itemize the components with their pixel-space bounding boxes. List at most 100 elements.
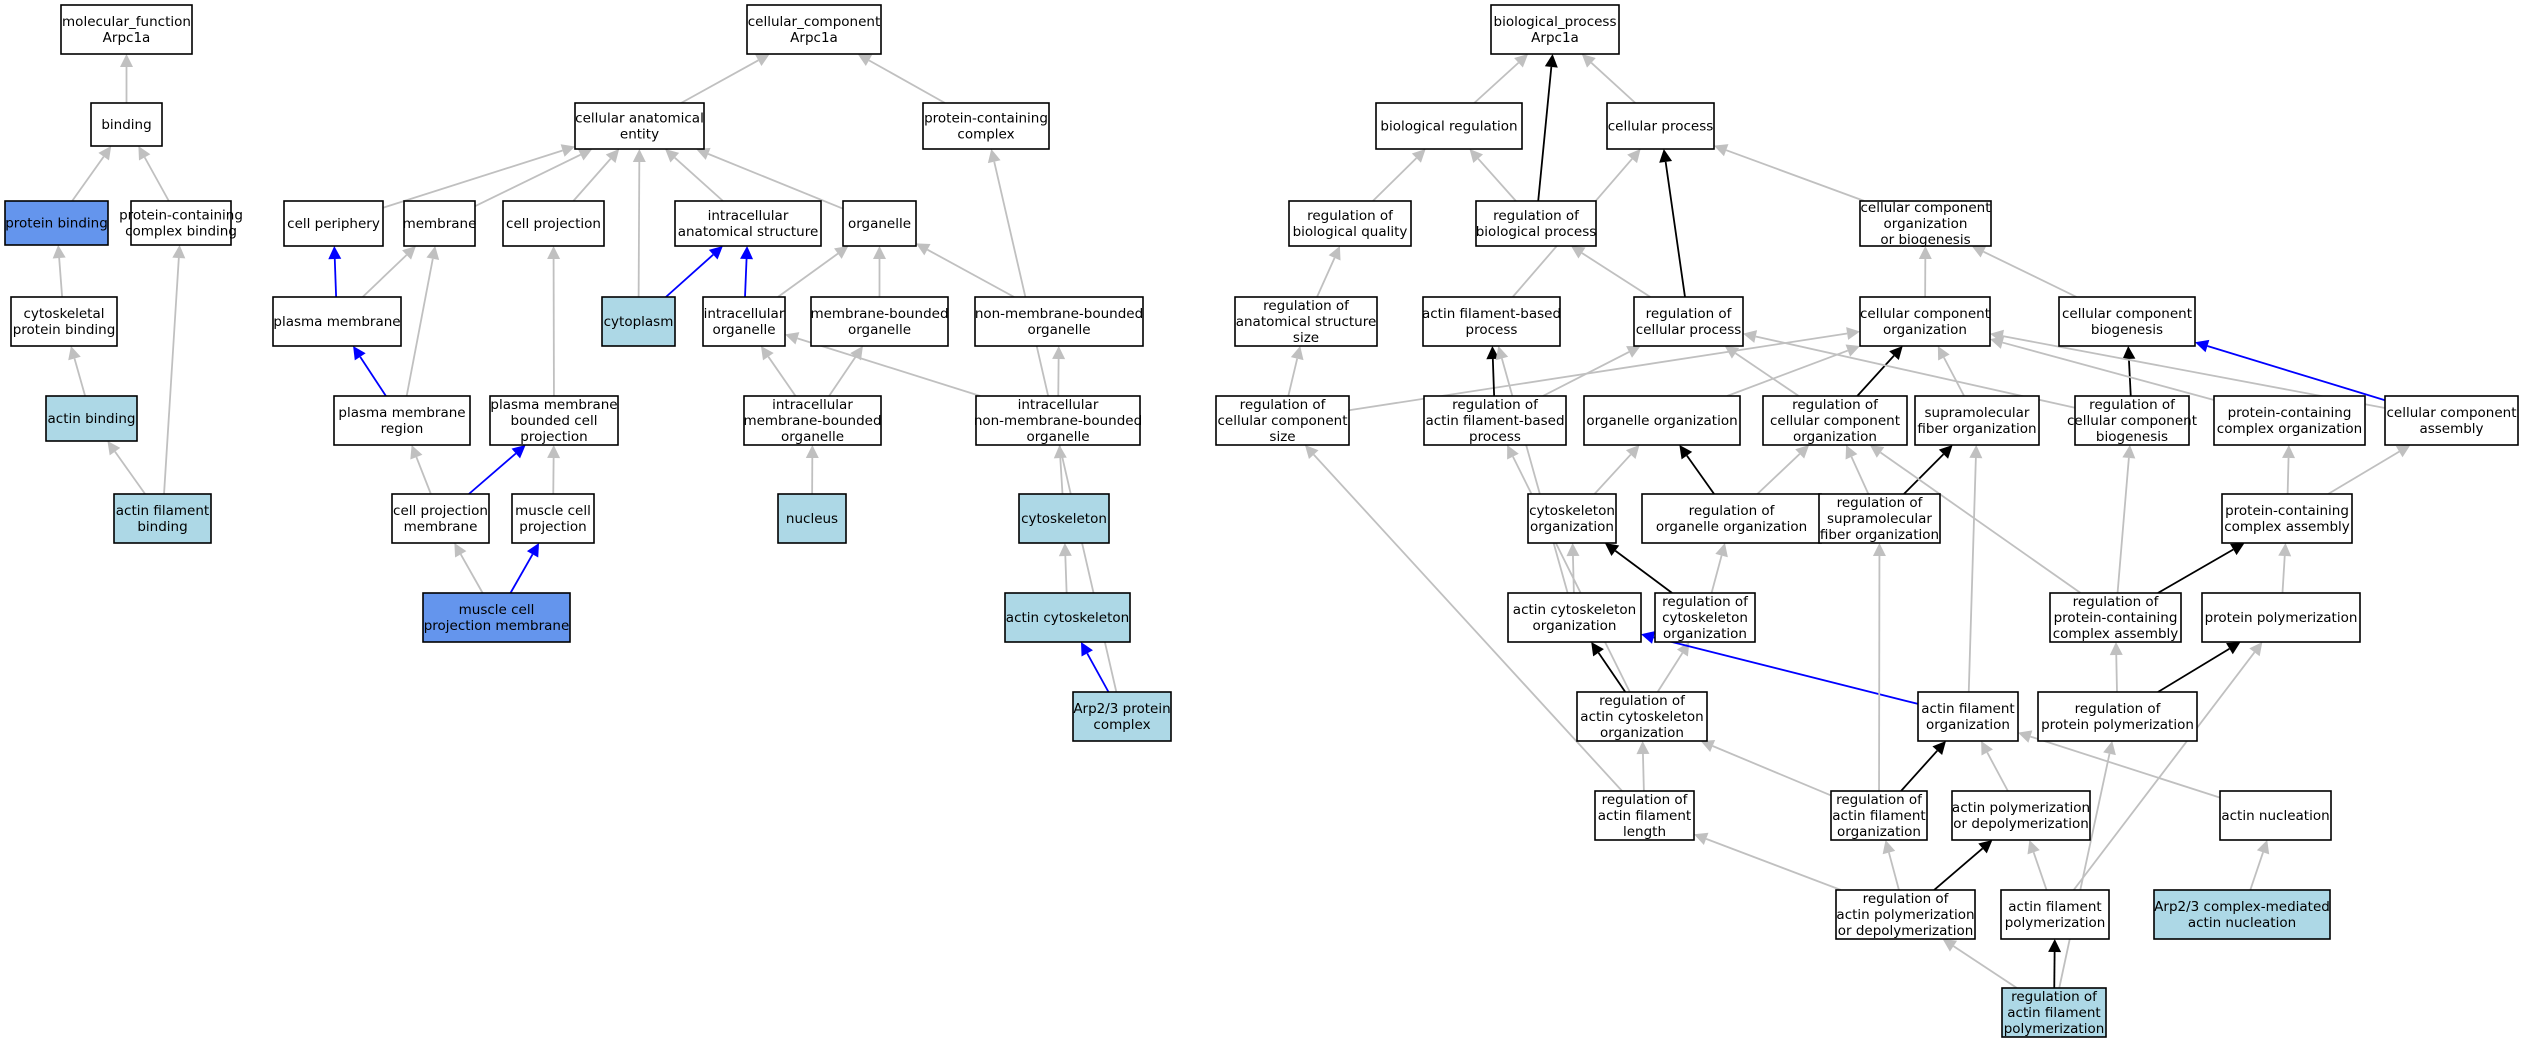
term-node-inmbo[interactable]: intracellularnon-membrane-boundedorganel… <box>974 395 1142 446</box>
term-node-protein-polymerization[interactable]: protein polymerization <box>2201 592 2361 643</box>
edge-is-a-actin_filament_org-to-smf_org <box>1967 445 1983 693</box>
arrowhead-icon <box>2103 741 2116 756</box>
edge-line <box>1313 453 1623 792</box>
term-label-line: actin polymerization <box>1836 907 1974 923</box>
arrowhead-icon <box>1882 840 1896 855</box>
term-label-line: regulation of <box>1792 397 1879 413</box>
arrowhead-icon <box>987 149 1001 164</box>
term-node-actin-cytoskeleton[interactable]: actin cytoskeleton <box>1004 592 1131 643</box>
term-box <box>1490 4 1620 55</box>
term-label-line: bounded cell <box>511 413 598 429</box>
term-node-protein-binding[interactable]: protein binding <box>4 200 109 246</box>
edge-is-a-af_polymerization-to-actin_poly_depoly <box>2027 840 2048 891</box>
term-node-actin-binding[interactable]: actin binding <box>45 395 138 442</box>
term-node-cell-periphery[interactable]: cell periphery <box>283 200 384 247</box>
edge-regulates-reg_cyto_org-to-cytoskeleton_org <box>1604 543 1673 594</box>
term-node-cell-proc[interactable]: cellular process <box>1606 102 1715 150</box>
term-node-organelle-org[interactable]: organelle organization <box>1583 395 1741 446</box>
edge-line <box>382 149 563 209</box>
arrowhead-icon <box>2395 445 2411 458</box>
term-label-line: regulation of <box>2073 594 2160 610</box>
term-node-binding[interactable]: binding <box>90 102 163 147</box>
term-label-line: process <box>1466 322 1518 338</box>
term-node-cytoskeleton[interactable]: cytoskeleton <box>1018 493 1110 544</box>
term-label-line: non-membrane-bounded <box>974 413 1142 429</box>
edge-is-a-reg_anat_size-to-reg_bio_quality <box>1316 246 1341 298</box>
term-node-organelle[interactable]: organelle <box>842 200 917 247</box>
term-box <box>1288 200 1412 247</box>
term-node-cytoplasm[interactable]: cytoplasm <box>601 296 676 347</box>
term-node-bio-reg[interactable]: biological regulation <box>1375 102 1523 150</box>
term-node-plasma-membrane[interactable]: plasma membrane <box>272 296 402 347</box>
term-node-cell-projection[interactable]: cell projection <box>502 200 605 247</box>
term-label-line: cell periphery <box>287 216 380 232</box>
term-node-actin-nucleation[interactable]: actin nucleation <box>2219 790 2332 841</box>
edge-regulates-reg_bio_proc-to-bp <box>1537 54 1558 202</box>
edge-line <box>1903 453 1945 495</box>
term-label-line: cell projection <box>506 216 601 232</box>
term-node-nucleus[interactable]: nucleus <box>777 493 847 544</box>
edge-line <box>459 553 484 594</box>
term-label-line: or depolymerization <box>1838 923 1974 939</box>
term-label-line: cytoskeleton <box>1662 610 1748 626</box>
edge-regulates-reg_cco-to-cco <box>1856 346 1903 397</box>
term-node-membrane[interactable]: membrane <box>403 200 477 247</box>
arrowhead-icon <box>873 246 886 259</box>
edge-line <box>1952 945 2018 989</box>
term-box <box>1018 493 1110 544</box>
edge-line <box>2030 735 2221 799</box>
edge-line <box>163 257 180 495</box>
